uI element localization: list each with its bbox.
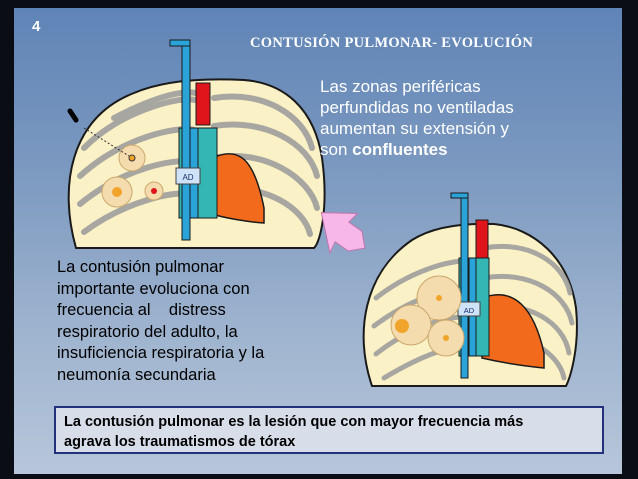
- contusion-line-5: insuficiencia respiratoria y la: [57, 343, 357, 365]
- description-line-4: son confluentes: [320, 139, 570, 160]
- description-line-1: Las zonas periféricas: [320, 76, 570, 97]
- ad-label-right: AD: [464, 306, 475, 315]
- description-line-4-normal: son: [320, 140, 352, 159]
- vessel-red-right: [476, 220, 488, 258]
- conclusion-box: La contusión pulmonar es la lesión que c…: [54, 406, 604, 454]
- evolution-description: Las zonas periféricas perfundidas no ven…: [320, 76, 570, 160]
- contusion-line-6: neumonía secundaria: [57, 365, 357, 387]
- slide: 4 CONTUSIÓN PULMONAR- EVOLUCIÓN: [14, 8, 622, 474]
- description-line-2: perfundidas no ventiladas: [320, 97, 570, 118]
- contusion-evolution-text: La contusión pulmonar importante evoluci…: [57, 257, 357, 386]
- conclusion-line-1: La contusión pulmonar es la lesión que c…: [64, 412, 594, 432]
- contusion-line-2: importante evoluciona con: [57, 279, 357, 301]
- conclusion-line-2: agrava los traumatismos de tórax: [64, 432, 594, 452]
- contusion-line-4: respiratorio del adulto, la: [57, 322, 357, 344]
- contusion-line-1: La contusión pulmonar: [57, 257, 357, 279]
- description-line-3: aumentan su extensión y: [320, 118, 570, 139]
- description-line-4-bold: confluentes: [352, 140, 447, 159]
- contusion-line-3: frecuencia al distress: [57, 300, 357, 322]
